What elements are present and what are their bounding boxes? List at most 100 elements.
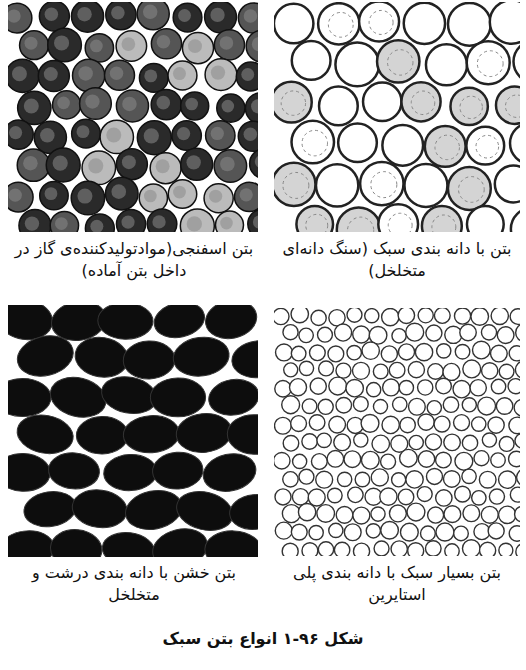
polystyrene-bead	[515, 434, 520, 448]
polystyrene-bead	[275, 489, 291, 505]
polystyrene-bead	[361, 451, 379, 469]
polystyrene-bead	[421, 526, 436, 541]
polystyrene-bead	[391, 541, 407, 556]
polystyrene-bead	[283, 325, 298, 340]
polystyrene-bead	[353, 326, 370, 343]
bubble-shade	[111, 6, 125, 20]
bubble-shade	[251, 99, 258, 113]
bubble	[72, 119, 101, 148]
polystyrene-bead	[437, 344, 451, 358]
bubble	[85, 214, 114, 232]
polystyrene-bead	[398, 344, 414, 360]
polystyrene-bead	[499, 437, 514, 452]
aggregate-pore	[432, 215, 456, 232]
bubble	[8, 59, 39, 92]
lightweight-aggregate-texture	[274, 2, 520, 232]
polystyrene-bead	[365, 309, 379, 323]
coarse-stone	[103, 453, 158, 492]
bubble-shade	[55, 217, 68, 230]
polystyrene-bead	[298, 504, 315, 521]
coarse-stone	[8, 378, 51, 416]
polystyrene-bead	[371, 469, 388, 486]
bubble	[151, 29, 181, 59]
polystyrene-bead	[317, 433, 331, 447]
polystyrene-bead	[353, 507, 370, 524]
polystyrene-bead	[399, 380, 413, 394]
coarse-stone	[204, 530, 258, 557]
bubble-shade	[178, 9, 191, 22]
aggregate	[426, 44, 467, 85]
polystyrene-bead	[282, 543, 298, 556]
polystyrene-bead	[472, 417, 486, 431]
aggregate	[404, 3, 445, 44]
polystyrene-bead	[282, 505, 300, 523]
coarse-stone	[150, 377, 206, 417]
polystyrene-bead	[496, 398, 513, 415]
bubble	[80, 88, 112, 120]
coarse-stone	[206, 376, 258, 419]
bubble	[234, 182, 258, 211]
polystyrene-bead	[291, 416, 307, 432]
bubble	[116, 149, 147, 180]
polystyrene-bead	[328, 488, 343, 503]
polystyrene-bead	[344, 451, 361, 468]
panel-label: بتن بسیار سبک با دانه بندی پلی استایرین	[272, 562, 522, 605]
bubble	[182, 33, 213, 64]
polystyrene-bead	[284, 363, 298, 377]
polystyrene-bead	[455, 452, 473, 470]
bubble-shade	[211, 65, 225, 79]
bubble-shade	[173, 186, 186, 199]
polystyrene-bead	[275, 417, 292, 434]
polystyrene-bead	[415, 344, 432, 361]
polystyrene-bead	[499, 506, 516, 523]
bubble-shade	[209, 190, 222, 203]
bubble	[250, 149, 258, 179]
polystyrene-bead	[362, 342, 379, 359]
bubble	[238, 121, 258, 151]
bubble-shade	[110, 67, 123, 80]
bubble	[168, 61, 197, 90]
bubble-shade	[9, 126, 22, 139]
polystyrene-bead	[336, 506, 353, 523]
polystyrene-bead	[497, 327, 514, 344]
bubble-shade	[78, 66, 93, 81]
polystyrene-bead	[516, 544, 520, 556]
bubble-shade	[44, 67, 58, 81]
polystyrene-bead	[389, 362, 405, 378]
figure-caption: شکل ۹۶-۱ انواع بتن سبک	[20, 628, 506, 650]
bubble	[18, 91, 51, 124]
coarse-stone	[151, 451, 204, 491]
coarse-stone	[46, 372, 110, 423]
polystyrene-bead	[398, 308, 414, 323]
polystyrene-bead	[392, 473, 406, 487]
bubble-shade	[240, 188, 253, 201]
polystyrene-bead	[510, 309, 520, 325]
bubble	[168, 180, 197, 209]
aggregate	[490, 2, 520, 44]
polystyrene-bead	[418, 308, 433, 323]
polystyrene-bead	[418, 414, 434, 430]
bubble	[116, 209, 145, 232]
polystyrene-bead	[427, 401, 441, 415]
aggregate	[496, 86, 520, 123]
coarse-stone	[14, 411, 76, 459]
polystyrene-bead	[318, 399, 333, 414]
bubble-shade	[187, 216, 202, 231]
polystyrene-bead	[462, 398, 476, 412]
polystyrene-bead	[407, 503, 425, 521]
polystyrene-bead	[374, 541, 389, 556]
bubble	[46, 148, 80, 182]
aggregate	[513, 41, 520, 82]
bubble-shade	[252, 37, 258, 51]
polystyrene-bead	[292, 489, 308, 505]
bubble-shade	[25, 37, 38, 50]
aggregate-pore	[348, 217, 374, 232]
aggregate	[359, 2, 399, 41]
bubble	[180, 209, 214, 232]
aggregate	[338, 123, 377, 162]
polystyrene-bead	[392, 329, 406, 343]
bubble	[17, 149, 49, 181]
polystyrene-bead	[426, 325, 442, 341]
bubble-shade	[90, 220, 103, 232]
bubble	[137, 2, 169, 30]
